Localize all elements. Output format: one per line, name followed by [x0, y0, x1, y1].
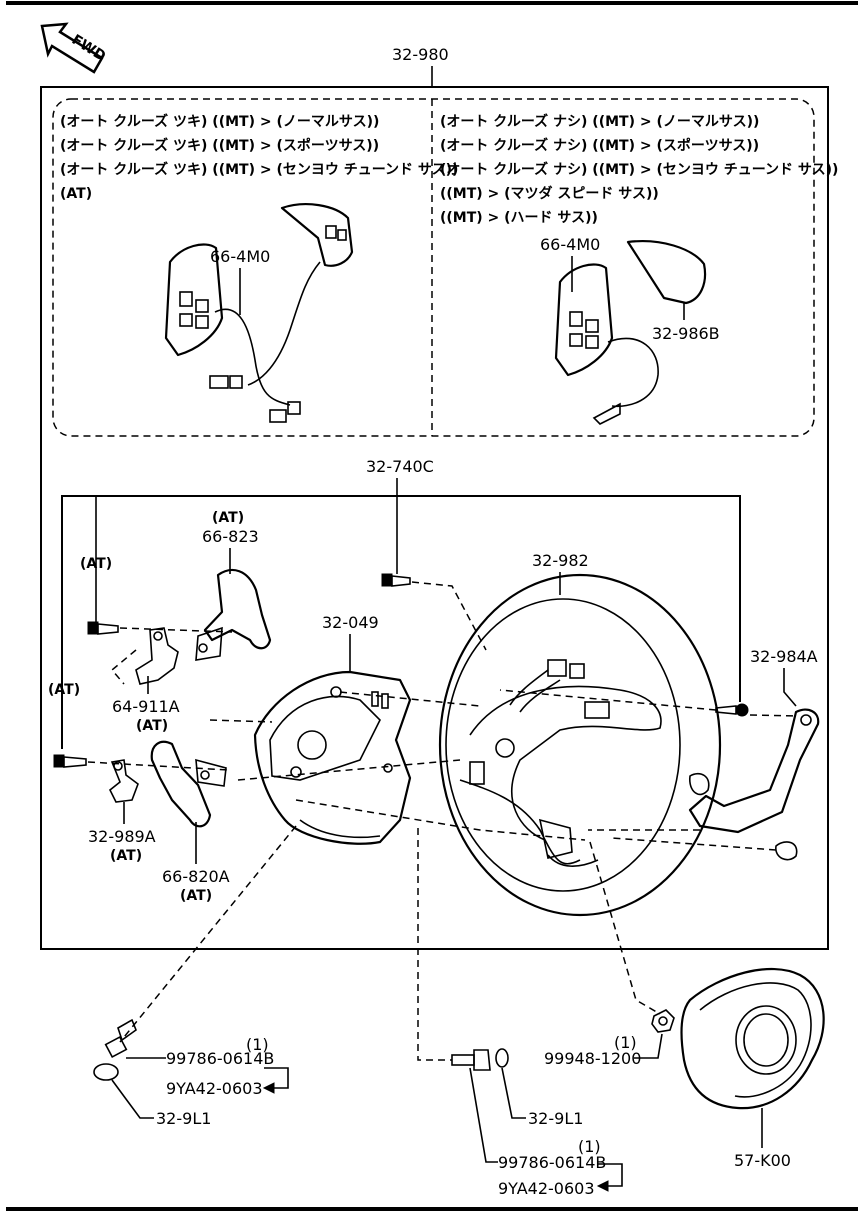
cap-b-icon	[495, 1048, 509, 1068]
nut	[651, 1009, 675, 1033]
left-variant-3: (オート クルーズ ツキ) ((MT) > (センヨウ チューンド サス))	[60, 161, 458, 178]
label-nut: 99948-1200	[544, 1049, 641, 1068]
qty-nut: (1)	[614, 1033, 637, 1052]
airbag-module	[680, 967, 825, 1110]
right-variant-2: (オート クルーズ ナシ) ((MT) > (スポーツサス))	[440, 137, 759, 154]
fwd-arrow-icon: FWD	[40, 22, 108, 74]
leader-nut	[634, 1033, 663, 1059]
label-bolt-a-alt: 9YA42-0603	[166, 1079, 263, 1098]
label-switch-right: 66-4M0	[540, 235, 600, 254]
label-bracket-right: 32-984A	[750, 647, 818, 666]
label-switch-left: 66-4M0	[210, 247, 270, 266]
screw-top	[381, 573, 411, 587]
alt-arrow-b	[596, 1180, 609, 1192]
bracket-right	[688, 708, 820, 861]
left-variant-2: (オート クルーズ ツキ) ((MT) > (スポーツサス))	[60, 137, 379, 154]
label-paddle-down: 66-820A	[162, 867, 230, 886]
bolt-lower	[53, 754, 87, 768]
label-cap-b: 32-9L1	[528, 1109, 583, 1128]
variant-box	[52, 98, 815, 437]
label-airbag: 57-K00	[734, 1151, 791, 1170]
dash-to-bolt-a	[119, 825, 297, 1043]
label-bolt-a: 99786-0614B	[166, 1049, 274, 1068]
bracket-lower	[108, 759, 139, 803]
note-bolt-lower: (AT)	[48, 682, 80, 698]
alt-bracket-a	[264, 1067, 289, 1089]
dash-to-nut	[589, 841, 661, 1015]
bolt-upper	[87, 621, 119, 635]
note-bracket-upper: (AT)	[136, 718, 168, 734]
bracket-upper	[110, 627, 179, 685]
screw-right	[715, 703, 749, 717]
paddle-up	[195, 568, 272, 661]
switch-assembly-right	[554, 240, 707, 425]
label-bracket-upper: 64-911A	[112, 697, 180, 716]
bolt-a	[104, 1018, 137, 1059]
left-variant-1: (オート クルーズ ツキ) ((MT) > (ノーマルサス))	[60, 113, 379, 130]
label-wheel: 32-982	[532, 551, 589, 570]
leader-cap-a	[111, 1079, 154, 1119]
lower-frame	[61, 495, 741, 749]
right-variant-5: ((MT) > (ハード サス))	[440, 210, 598, 226]
label-rear-cover: 32-049	[322, 613, 379, 632]
right-variant-4: ((MT) > (マツダ スピード サス))	[440, 185, 659, 202]
label-cap-a: 32-9L1	[156, 1109, 211, 1128]
label-bracket-lower: 32-989A	[88, 827, 156, 846]
bolt-b	[451, 1049, 491, 1071]
note-paddle-down: (AT)	[180, 888, 212, 904]
cap-a-icon	[93, 1063, 119, 1081]
right-variant-1: (オート クルーズ ナシ) ((MT) > (ノーマルサス))	[440, 113, 759, 130]
label-paddle-up: 66-823	[202, 527, 259, 546]
leader-bolt-b	[469, 1067, 498, 1163]
dash-to-bolt-b	[417, 828, 452, 1061]
qty-bolt-a: (1)	[246, 1035, 269, 1054]
steering-wheel	[438, 573, 722, 917]
note-bolt-upper: (AT)	[80, 556, 112, 572]
leader-bracket-right	[783, 668, 797, 707]
switch-assembly-left	[164, 203, 354, 423]
box-label: 32-980	[392, 45, 449, 64]
qty-bolt-b: (1)	[578, 1137, 601, 1156]
assembly-box	[40, 86, 829, 950]
note-bracket-lower: (AT)	[110, 848, 142, 864]
paddle-down	[150, 740, 227, 828]
right-variant-3: (オート クルーズ ナシ) ((MT) > (センヨウ チューンド サス))	[440, 161, 838, 178]
rear-cover	[253, 670, 412, 845]
alt-bracket-b	[598, 1163, 623, 1187]
label-bolt-b-alt: 9YA42-0603	[498, 1179, 595, 1198]
note-paddle-up: (AT)	[212, 510, 244, 526]
label-screw-top: 32-740C	[366, 457, 434, 476]
alt-arrow-a	[262, 1082, 275, 1094]
leader-cap-b	[501, 1067, 526, 1119]
label-bolt-b: 99786-0614B	[498, 1153, 606, 1172]
left-variant-4: (AT)	[60, 186, 92, 202]
label-cover-right: 32-986B	[652, 324, 720, 343]
